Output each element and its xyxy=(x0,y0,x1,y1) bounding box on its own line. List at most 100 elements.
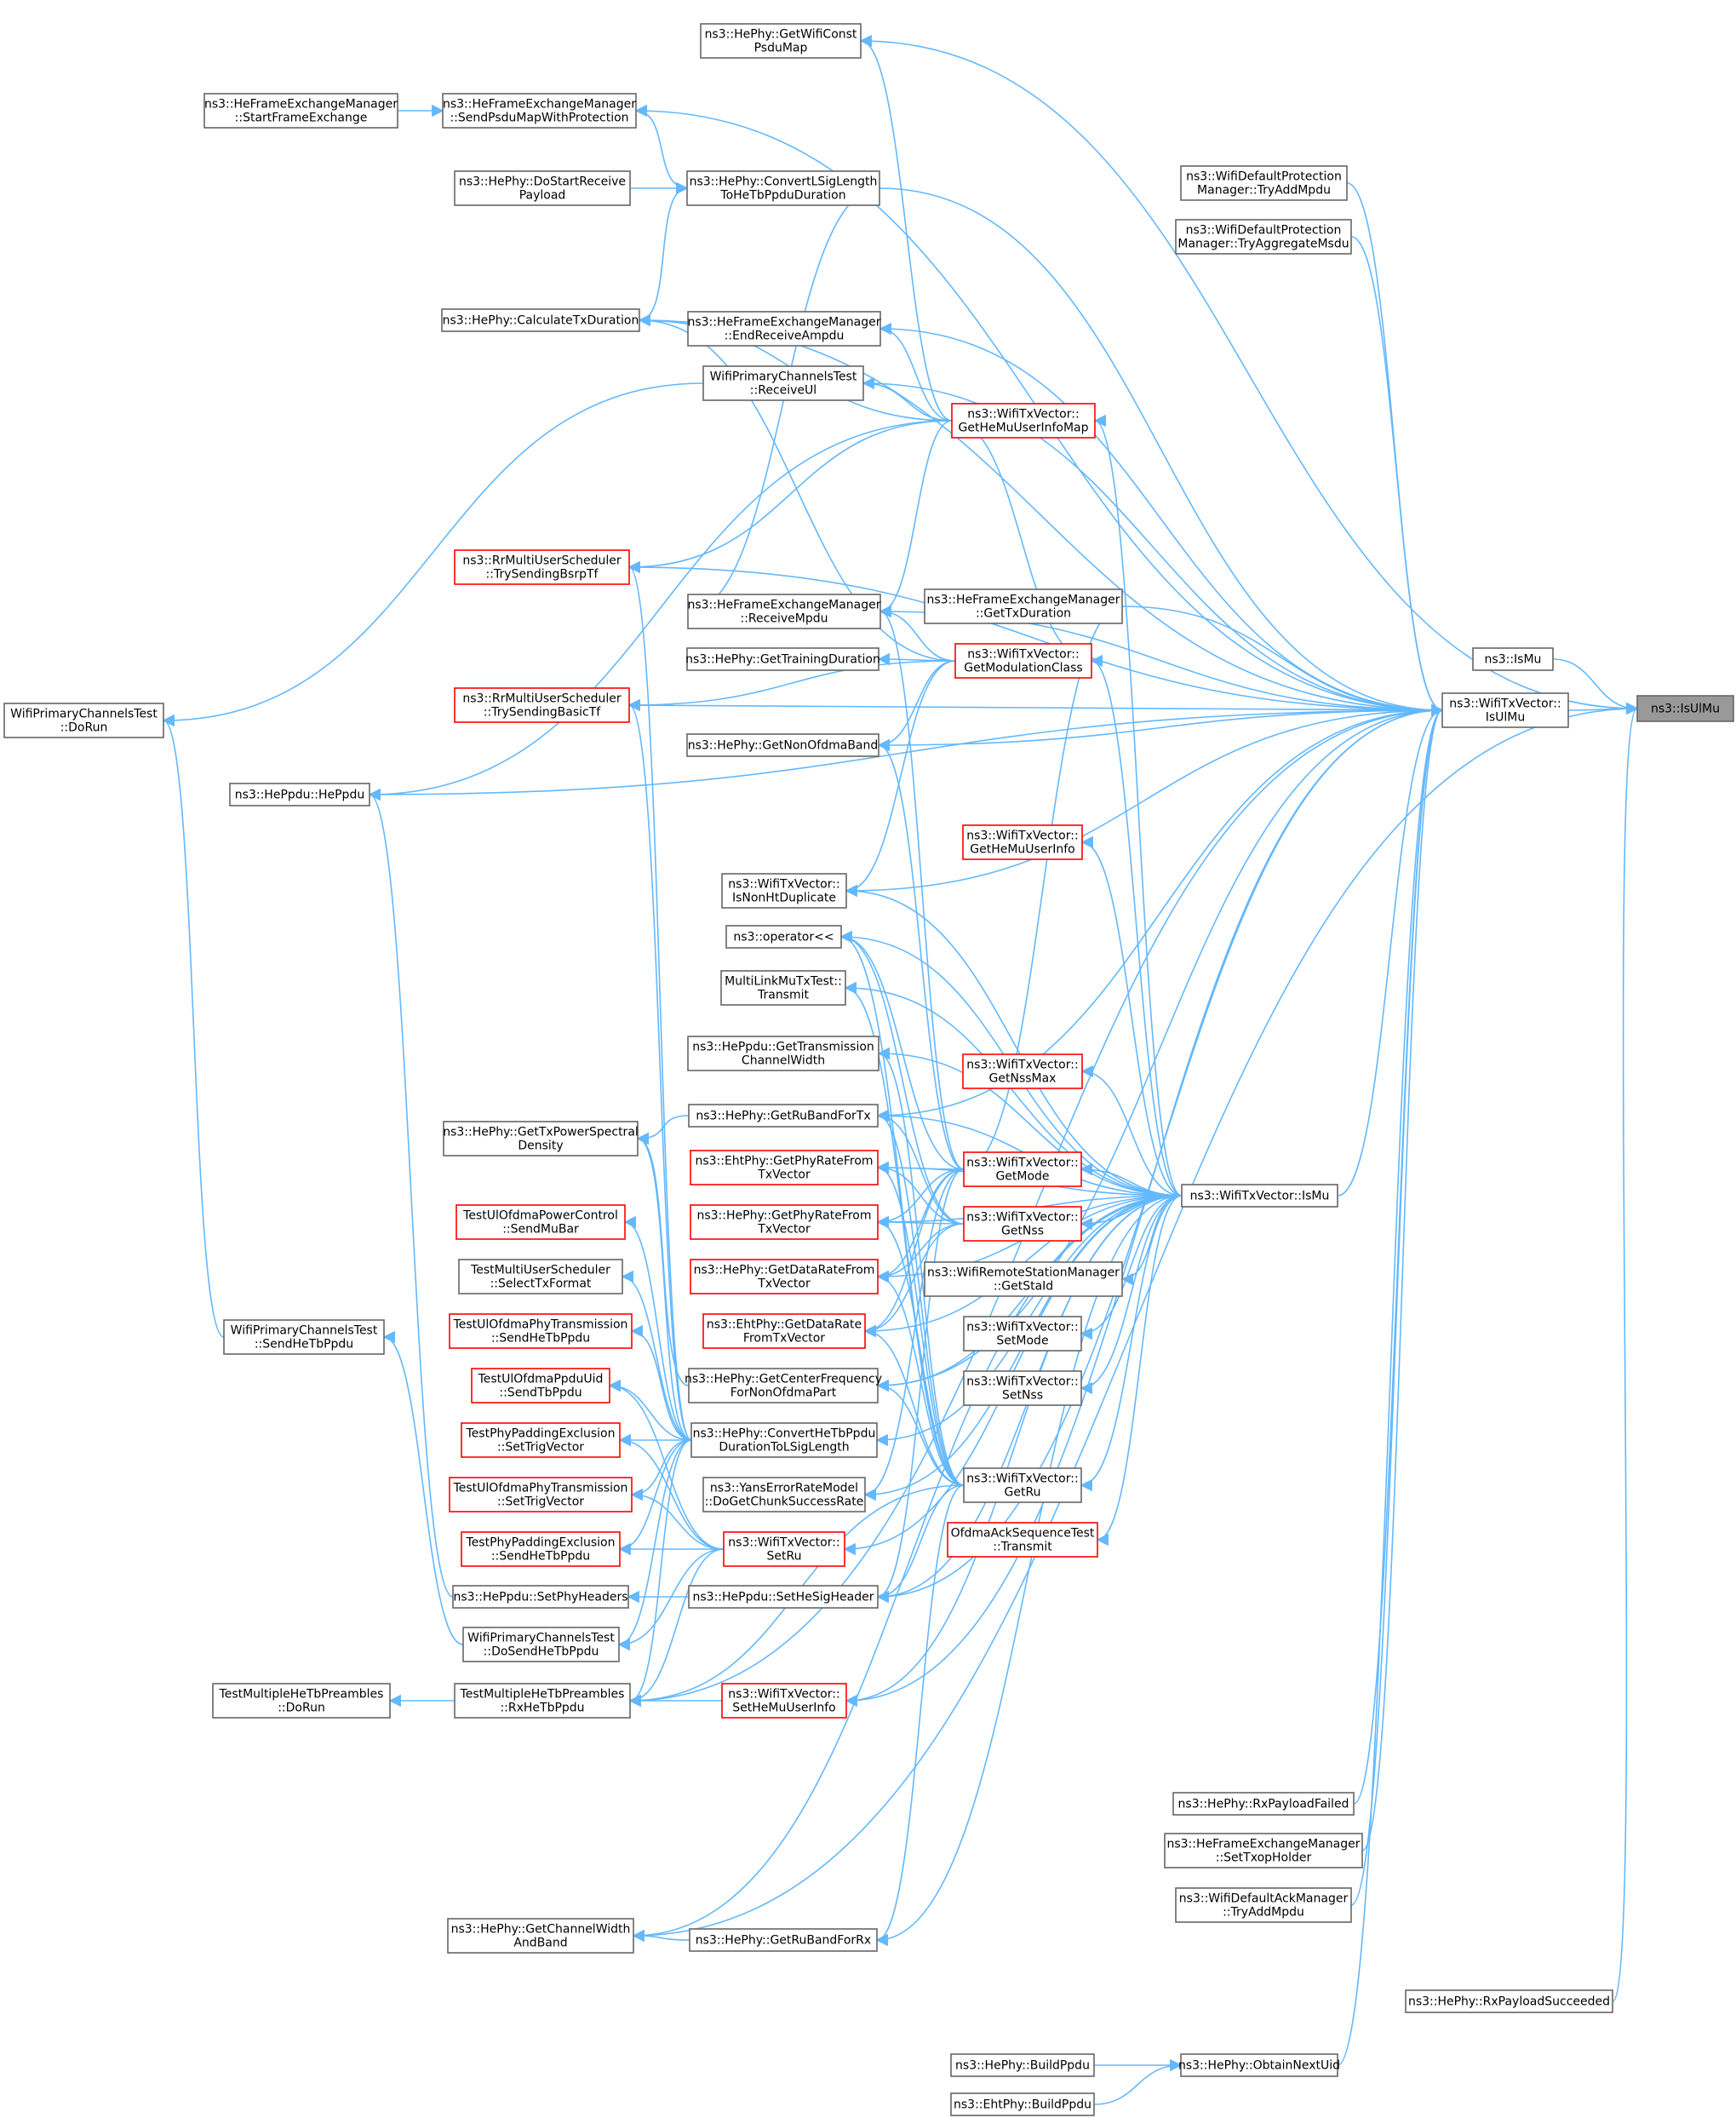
node-TrySendingBasicTf[interactable]: ns3::RrMultiUserScheduler::TrySendingBas… xyxy=(454,687,630,723)
node-GetHeMuUserInfo[interactable]: ns3::WifiTxVector::GetHeMuUserInfo xyxy=(962,824,1083,860)
node-box[interactable] xyxy=(458,1259,623,1294)
node-box[interactable] xyxy=(223,1319,385,1355)
node-HePpdu[interactable]: ns3::HePpdu::HePpdu xyxy=(229,783,370,806)
node-box[interactable] xyxy=(963,1206,1082,1242)
node-TestUlPpduUidSendTbPpdu[interactable]: TestUlOfdmaPpduUid::SendTbPpdu xyxy=(471,1368,610,1403)
node-box[interactable] xyxy=(686,733,879,757)
node-box[interactable] xyxy=(455,1204,626,1240)
node-box[interactable] xyxy=(1172,1792,1355,1816)
node-OfdmaAckTransmit[interactable]: OfdmaAckSequenceTest::Transmit xyxy=(947,1522,1098,1558)
node-ReceiveUl[interactable]: WifiPrimaryChannelsTest::ReceiveUl xyxy=(702,365,864,401)
node-ConvertHeTbPpdu[interactable]: ns3::HePhy::ConvertHeTbPpduDurationToLSi… xyxy=(690,1422,878,1458)
node-box[interactable] xyxy=(1180,2053,1338,2077)
node-box[interactable] xyxy=(454,687,630,723)
node-IsUlMu[interactable]: ns3::IsUlMu xyxy=(1636,695,1734,722)
node-box[interactable] xyxy=(947,1522,1098,1558)
node-GetTxDuration[interactable]: ns3::HeFrameExchangeManager::GetTxDurati… xyxy=(924,588,1123,624)
node-box[interactable] xyxy=(924,1261,1123,1297)
node-box[interactable] xyxy=(471,1368,610,1403)
node-TestUlPhyTxSendHeTbPpdu[interactable]: TestUlOfdmaPhyTransmission::SendHeTbPpdu xyxy=(449,1313,633,1349)
node-EhtBuildPpdu[interactable]: ns3::EhtPhy::BuildPpdu xyxy=(950,2092,1095,2116)
node-box[interactable] xyxy=(447,1918,634,1954)
node-SetHeSigHeader[interactable]: ns3::HePpdu::SetHeSigHeader xyxy=(688,1585,879,1609)
node-GetRu[interactable]: ns3::WifiTxVector::GetRu xyxy=(963,1467,1082,1503)
node-WPCTSendHeTbPpdu[interactable]: WifiPrimaryChannelsTest::SendHeTbPpdu xyxy=(223,1319,385,1355)
node-box[interactable] xyxy=(725,925,842,949)
node-CalculateTxDuration[interactable]: ns3::HePhy::CalculateTxDuration xyxy=(441,308,640,332)
node-MLMuTransmit[interactable]: MultiLinkMuTxTest::Transmit xyxy=(720,970,846,1006)
node-box[interactable] xyxy=(1181,1184,1338,1208)
node-box[interactable] xyxy=(686,170,880,206)
node-StartFrameExchange[interactable]: ns3::HeFrameExchangeManager::StartFrameE… xyxy=(203,93,398,129)
node-box[interactable] xyxy=(688,1104,879,1128)
node-RxPayloadSucceeded[interactable]: ns3::HePhy::RxPayloadSucceeded xyxy=(1405,1989,1613,2013)
node-box[interactable] xyxy=(449,1313,633,1349)
node-SetTxopHolder[interactable]: ns3::HeFrameExchangeManager::SetTxopHold… xyxy=(1164,1833,1363,1868)
node-SetMode[interactable]: ns3::WifiTxVector::SetMode xyxy=(963,1316,1082,1352)
node-box[interactable] xyxy=(950,2053,1095,2077)
node-box[interactable] xyxy=(441,308,640,332)
node-GetModulationClass[interactable]: ns3::WifiTxVector::GetModulationClass xyxy=(954,643,1092,679)
node-box[interactable] xyxy=(950,2092,1095,2116)
node-GetNssMax[interactable]: ns3::WifiTxVector::GetNssMax xyxy=(962,1053,1083,1089)
node-box[interactable] xyxy=(721,873,847,909)
node-GetStaId[interactable]: ns3::WifiRemoteStationManager::GetStaId xyxy=(924,1261,1123,1297)
node-box[interactable] xyxy=(954,643,1092,679)
node-TrySendingBsrpTf[interactable]: ns3::RrMultiUserScheduler::TrySendingBsr… xyxy=(454,549,630,585)
node-GetNss[interactable]: ns3::WifiTxVector::GetNss xyxy=(963,1206,1082,1242)
node-GetCenterFrequency[interactable]: ns3::HePhy::GetCenterFrequencyForNonOfdm… xyxy=(685,1368,882,1403)
node-GetMode[interactable]: ns3::WifiTxVector::GetMode xyxy=(963,1151,1082,1187)
node-box[interactable] xyxy=(687,311,881,347)
node-GetRuBandForRx[interactable]: ns3::HePhy::GetRuBandForRx xyxy=(689,1928,878,1952)
node-box[interactable] xyxy=(688,1585,879,1609)
node-box[interactable] xyxy=(1175,219,1352,255)
node-box[interactable] xyxy=(449,1477,633,1512)
node-box[interactable] xyxy=(702,365,864,401)
node-HeBuildPpdu[interactable]: ns3::HePhy::BuildPpdu xyxy=(950,2053,1095,2077)
node-box[interactable] xyxy=(1405,1989,1613,2013)
node-RxPayloadFailed[interactable]: ns3::HePhy::RxPayloadFailed xyxy=(1172,1792,1355,1816)
node-OperatorShl[interactable]: ns3::operator<< xyxy=(725,925,842,949)
node-SetPhyHeaders[interactable]: ns3::HePpdu::SetPhyHeaders xyxy=(452,1585,629,1609)
node-GetTrainingDuration[interactable]: ns3::HePhy::GetTrainingDuration xyxy=(685,647,880,671)
node-TestPhyPadSetTrigVector[interactable]: TestPhyPaddingExclusion::SetTrigVector xyxy=(461,1422,621,1458)
node-box[interactable] xyxy=(963,1151,1082,1187)
node-box[interactable] xyxy=(721,1683,847,1719)
node-TestPhyPadSendHeTbPpdu[interactable]: TestPhyPaddingExclusion::SendHeTbPpdu xyxy=(461,1531,621,1567)
node-box[interactable] xyxy=(452,1585,629,1609)
node-box[interactable] xyxy=(963,1370,1082,1406)
node-box[interactable] xyxy=(1180,165,1348,201)
node-box[interactable] xyxy=(688,1368,879,1403)
node-box[interactable] xyxy=(962,1053,1083,1089)
node-box[interactable] xyxy=(1175,1887,1352,1923)
node-box[interactable] xyxy=(461,1531,621,1567)
node-box[interactable] xyxy=(924,588,1123,624)
node-box[interactable] xyxy=(229,783,370,806)
node-SetNss[interactable]: ns3::WifiTxVector::SetNss xyxy=(963,1370,1082,1406)
node-box[interactable] xyxy=(687,594,881,629)
node-RxHeTbPpdu[interactable]: TestMultipleHeTbPreambles::RxHeTbPpdu xyxy=(454,1683,631,1719)
node-SetHeMuUserInfo[interactable]: ns3::WifiTxVector::SetHeMuUserInfo xyxy=(721,1683,847,1719)
node-box[interactable] xyxy=(1636,695,1734,722)
node-box[interactable] xyxy=(690,1204,879,1240)
node-box[interactable] xyxy=(963,1467,1082,1503)
node-SendPsduMapWithProtection[interactable]: ns3::HeFrameExchangeManager::SendPsduMap… xyxy=(442,93,637,129)
node-box[interactable] xyxy=(690,1150,879,1185)
node-box[interactable] xyxy=(690,1259,879,1294)
node-WPCTDoRun[interactable]: WifiPrimaryChannelsTest::DoRun xyxy=(3,703,164,738)
node-GetRuBandForTx[interactable]: ns3::HePhy::GetRuBandForTx xyxy=(688,1104,879,1128)
node-box[interactable] xyxy=(702,1313,866,1349)
node-box[interactable] xyxy=(1164,1833,1363,1868)
node-box[interactable] xyxy=(700,23,862,59)
node-IsNonHtDuplicate[interactable]: ns3::WifiTxVector::IsNonHtDuplicate xyxy=(721,873,847,909)
node-box[interactable] xyxy=(723,1531,845,1567)
node-WifiDefaultAckTryAddMpdu[interactable]: ns3::WifiDefaultAckManager::TryAddMpdu xyxy=(1175,1887,1352,1923)
node-TMHTPDoRun[interactable]: TestMultipleHeTbPreambles::DoRun xyxy=(212,1683,391,1719)
